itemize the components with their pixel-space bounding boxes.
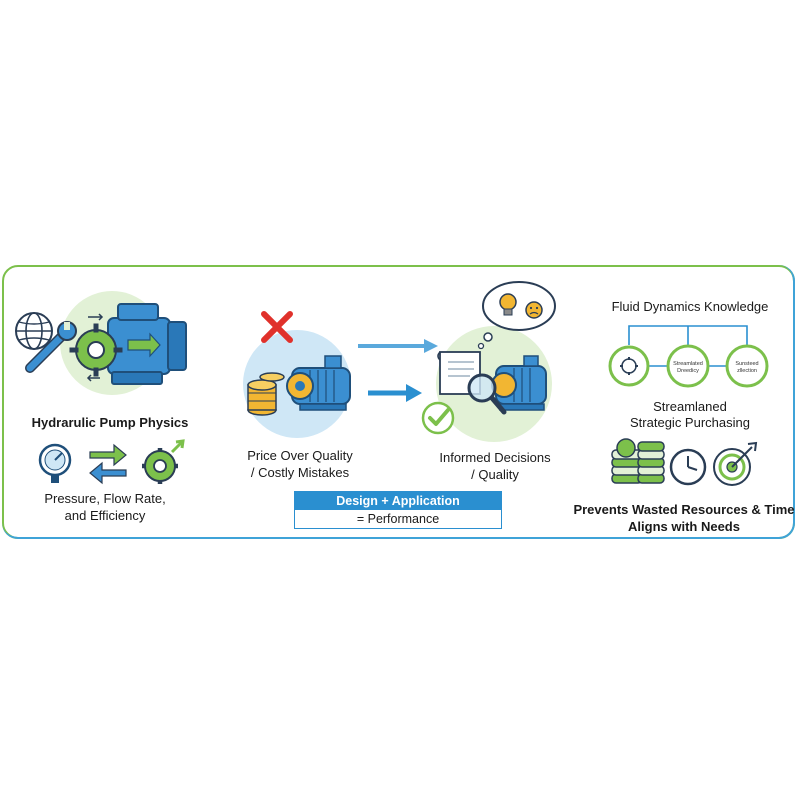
informed-line-2: / Quality	[471, 467, 519, 482]
physics-subtitle-2: and Efficiency	[64, 508, 146, 523]
physics-title: Hydrarulic Pump Physics	[31, 415, 189, 430]
coins-icon	[247, 372, 285, 416]
lightbulb-icon	[499, 293, 517, 316]
purchasing-line-2: Strategic Purchasing	[630, 415, 750, 430]
formula-top: Design + Application	[295, 492, 501, 510]
globe-icon	[15, 312, 53, 350]
cross-icon	[261, 311, 293, 343]
mistakes-line-2: / Costly Mistakes	[250, 465, 350, 480]
formula-bottom: = Performance	[356, 512, 440, 526]
money-stack-icon	[611, 438, 665, 484]
benefit-line-2: Aligns with Needs	[628, 519, 740, 534]
gear-arrow-icon	[142, 439, 185, 484]
pump-icon	[491, 355, 547, 411]
purchasing-line-1: Streamlaned	[653, 399, 727, 414]
flow-arrows-icon	[86, 313, 104, 382]
connector-lines	[628, 325, 748, 367]
node-mid	[666, 344, 710, 388]
flow-arrow-upper	[358, 339, 438, 353]
gear-icon	[620, 357, 638, 375]
gauge-icon	[38, 443, 72, 483]
wrench-icon	[25, 321, 77, 373]
physics-subtitle-1: Pressure, Flow Rate,	[44, 491, 166, 506]
pump-icon	[107, 303, 187, 385]
formula-box: Design + Application = Performance	[294, 491, 502, 529]
clock-icon	[669, 448, 707, 486]
node-mid-text-2: Dreedicy	[677, 368, 699, 374]
node-right-text-1: Sunsteed	[735, 361, 758, 367]
node-mid-text-1: Streamlated	[673, 361, 703, 367]
node-left	[608, 345, 650, 387]
benefit-line-1: Prevents Wasted Resources & Time	[573, 502, 795, 517]
thought-bubble	[477, 281, 556, 350]
swap-arrows-icon	[89, 443, 127, 485]
gear-icon	[69, 323, 123, 377]
target-icon	[713, 441, 758, 486]
flow-arrow-lower	[368, 384, 422, 402]
knowledge-title: Fluid Dynamics Knowledge	[611, 299, 769, 314]
sad-face-icon	[525, 301, 543, 319]
node-right	[725, 344, 769, 388]
mistakes-line-1: Price Over Quality	[247, 448, 353, 463]
magnifier-icon	[467, 373, 507, 415]
check-icon	[421, 401, 455, 435]
pump-icon	[286, 355, 351, 411]
informed-line-1: Informed Decisions	[439, 450, 551, 465]
node-right-text-2: zllection	[737, 368, 757, 374]
